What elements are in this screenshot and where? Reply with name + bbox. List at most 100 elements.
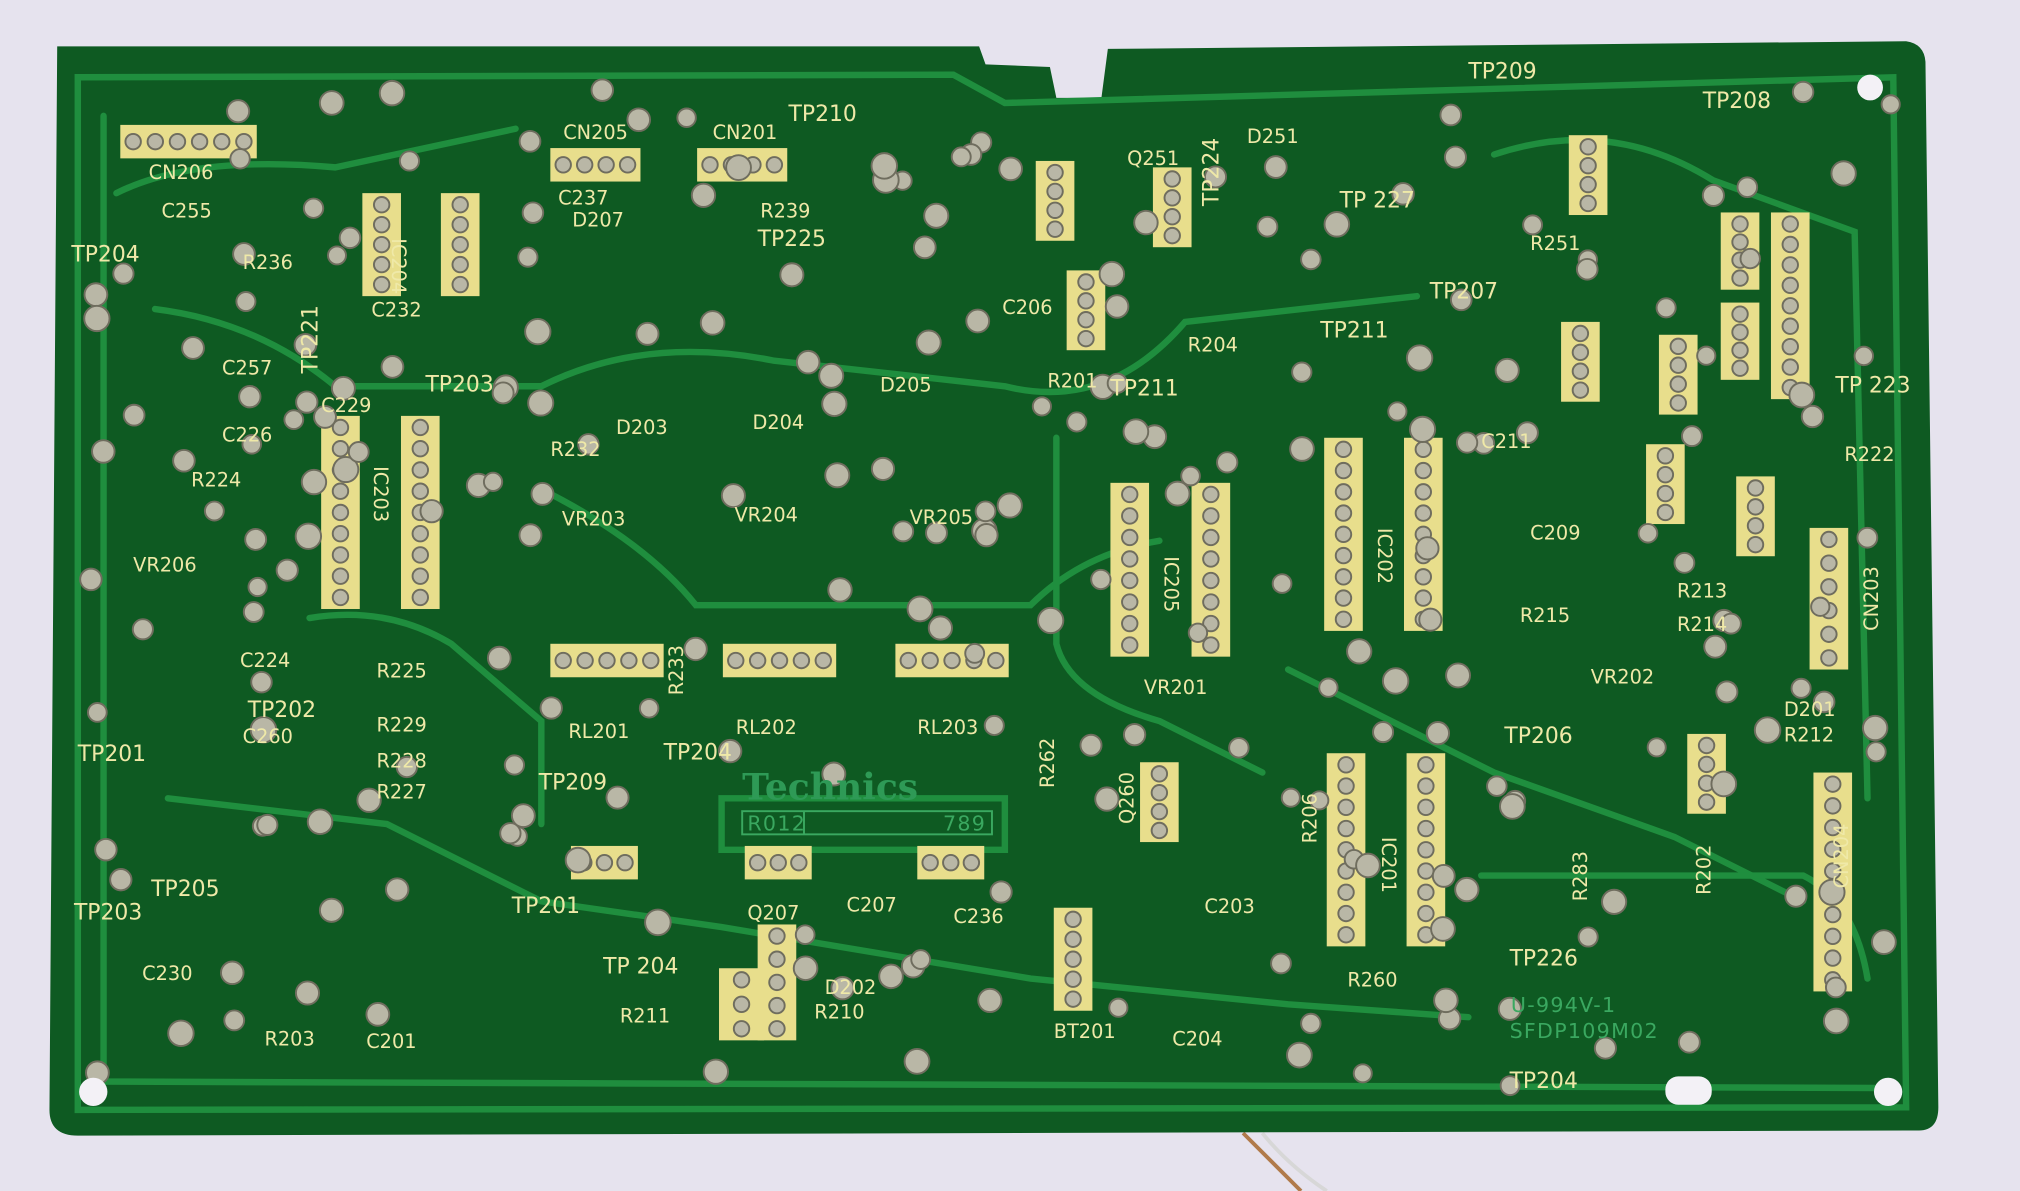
solder-joint [1334,568,1353,586]
solder-joint [1150,802,1169,821]
label-r283: R283 [1569,851,1592,901]
label-d251: D251 [1247,125,1299,148]
label-c255: C255 [161,200,211,223]
solder-joint [241,433,263,455]
label-c236: C236 [953,905,1003,928]
solder-joint [306,808,334,836]
solder-joint [1352,1063,1373,1084]
solder-joint [1077,273,1095,291]
solder-joint [642,651,660,670]
solder-joint [1121,614,1139,633]
solder-joint [965,308,991,334]
label-d207: D207 [572,209,624,232]
solder-joint [1637,522,1659,544]
solder-joint [906,595,934,623]
label-tp211: TP211 [1109,376,1178,401]
solder-joint [1433,987,1459,1014]
solder-joint [1180,465,1201,487]
board-marking-1: U-994V-1 [1511,993,1617,1017]
solder-joint [1781,215,1799,233]
label-c237: C237 [558,187,608,210]
label-ic204: IC204 [387,238,410,294]
solder-joint [1334,483,1353,501]
solder-joint [1387,401,1408,422]
label-ic201: IC201 [1377,837,1400,893]
solder-joint [1697,755,1716,774]
solder-joint [482,471,504,492]
solder-joint [616,853,634,872]
solder-joint [720,483,746,509]
solder-joint [1064,950,1082,968]
solder-joint [518,129,542,153]
solder-joint [1696,345,1717,366]
solder-joint [1449,288,1473,312]
label-tp210: TP210 [788,102,857,127]
part-code-left: R012 [747,811,806,835]
solder-joint [1719,612,1742,635]
solder-joint [1753,716,1782,744]
solder-joint [1788,381,1816,409]
solder-joint [1656,465,1675,484]
solder-joint [1571,343,1590,362]
solder-joint [974,523,999,548]
label-tp227: TP 227 [1339,188,1415,213]
solder-joint [1593,1036,1617,1060]
solder-joint [1731,305,1749,323]
solder-joint [1270,952,1292,975]
solder-joint [83,304,111,333]
solder-joint [638,698,660,719]
wires [1241,1131,1328,1191]
solder-joint [112,262,135,285]
solder-joint [1579,156,1597,175]
solder-joint [590,78,615,102]
solder-joint [644,908,672,937]
solder-joint [365,1001,391,1027]
solder-joint [1439,103,1463,127]
solder-joint [331,440,350,458]
solder-joint [1337,756,1355,774]
solder-joint [1163,189,1181,207]
solder-joint [1046,182,1064,201]
solder-joint [1066,411,1088,433]
solder-joint [220,960,245,986]
solder-joint [86,702,108,723]
solder-joint [1121,571,1139,590]
solder-joint [232,242,256,266]
solder-joint [1337,883,1355,901]
solder-joint [1334,589,1353,607]
solder-joint [921,853,939,872]
solder-joint [770,651,789,670]
label-r212: R212 [1784,724,1834,747]
solder-joint [577,433,600,456]
solder-joint [1669,394,1687,412]
solder-joint [1746,517,1765,535]
solder-joint [1443,145,1467,169]
solder-joint [1784,884,1808,908]
solder-joint [676,107,697,128]
solder-joint [1791,80,1815,104]
label-tp203: TP203 [73,900,142,925]
solder-joint [892,520,915,543]
label-q251: Q251 [1127,147,1179,170]
solder-joint [411,546,429,564]
solder-joint [1150,784,1169,802]
solder-joint [1579,194,1597,213]
label-ic202: IC202 [1373,528,1396,584]
solder-joint [870,152,899,180]
solder-joint [1121,636,1139,654]
solder-joint [942,853,960,872]
solder-joint [249,716,278,744]
solder-joint [1856,526,1879,549]
solder-joint [1150,765,1169,783]
solder-joint [595,853,614,872]
solder-joint [1522,214,1544,236]
solder-joint [1731,359,1749,377]
label-r233: R233 [665,645,688,695]
solder-joint [769,853,787,872]
solder-joint [1121,550,1139,568]
label-d202: D202 [825,976,877,999]
solder-joint [109,868,133,892]
solder-joint [331,503,350,522]
label-cn206: CN206 [149,161,214,184]
solder-joint [131,618,154,641]
